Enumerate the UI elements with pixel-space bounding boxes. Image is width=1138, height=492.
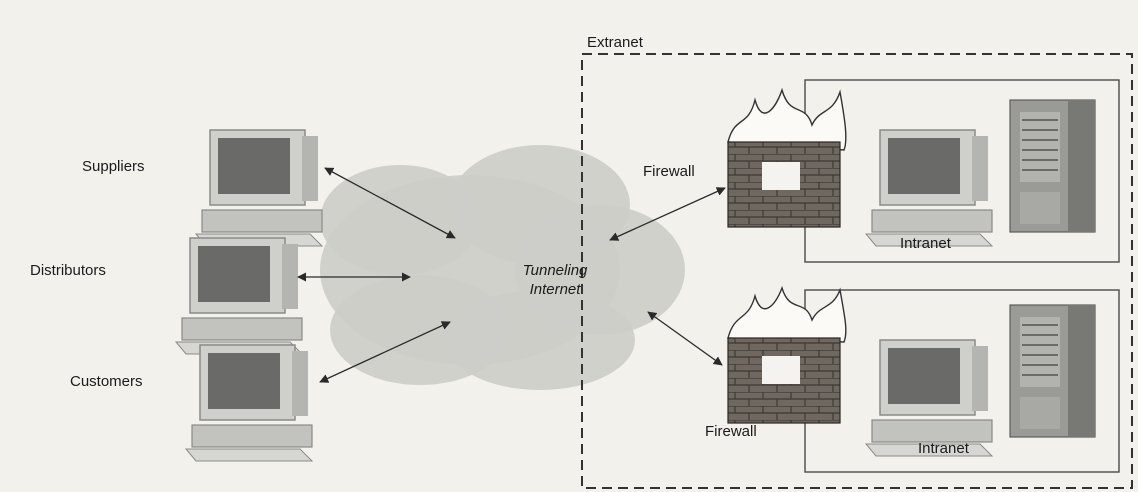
firewall-label-1: Firewall bbox=[643, 163, 695, 180]
intranet-label-2: Intranet bbox=[918, 440, 969, 457]
client-label-suppliers: Suppliers bbox=[82, 158, 145, 175]
firewall-icon bbox=[727, 87, 847, 228]
computer-icon bbox=[185, 344, 313, 462]
cloud-label-line2: Internet bbox=[529, 281, 581, 298]
client-label-distributors: Distributors bbox=[30, 262, 106, 279]
firewall-label-2: Firewall bbox=[705, 423, 757, 440]
cloud-label-line1: Tunneling bbox=[522, 262, 588, 279]
computer-icon bbox=[865, 129, 993, 247]
computer-icon bbox=[175, 237, 303, 355]
intranet-label-1: Intranet bbox=[900, 235, 951, 252]
cloud-label: Tunneling Internet bbox=[523, 261, 588, 299]
extranet-boundary bbox=[581, 53, 1133, 489]
firewall-icon bbox=[727, 285, 847, 424]
server-icon bbox=[1009, 304, 1096, 438]
cloud-icon bbox=[320, 145, 685, 390]
computer-icon bbox=[195, 129, 323, 247]
computer-icon bbox=[865, 339, 993, 457]
extranet-label: Extranet bbox=[587, 34, 643, 51]
client-label-customers: Customers bbox=[70, 373, 143, 390]
server-icon bbox=[1009, 99, 1096, 233]
connection-arrows bbox=[297, 167, 726, 383]
